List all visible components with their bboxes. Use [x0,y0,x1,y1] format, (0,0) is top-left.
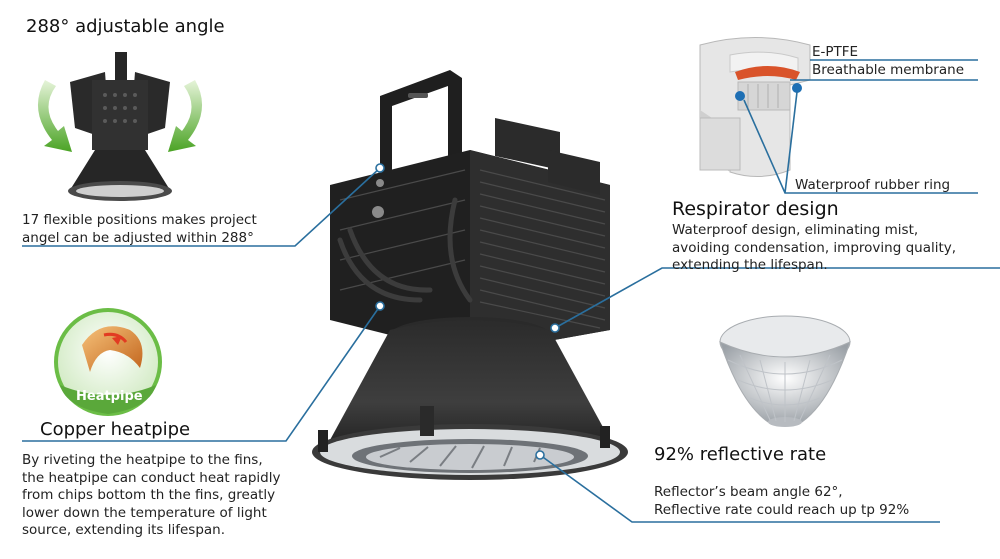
rotate-right-arrow-icon [168,80,203,152]
high-bay-lamp-illustration [312,70,628,480]
respirator-title: Respirator design [672,198,839,220]
respirator-cutaway-illustration [699,37,811,177]
reflective-callout-line [539,454,940,523]
heatpipe-badge-illustration [54,308,162,416]
respirator-description: Waterproof design, eliminating mist, avo… [672,222,957,273]
heatpipe-callout-line [22,305,381,442]
ring-callout-line-right [784,91,798,194]
callout-lines [22,59,1000,523]
heatpipe-description: By riveting the heatpipe to the fins, th… [22,452,281,538]
respirator-callout-line [554,267,1000,329]
rubber-ring-right [792,83,802,93]
membrane-gasket [735,66,800,80]
angle-callout-line [22,167,381,247]
angle-title: 288° adjustable angle [26,16,225,37]
rotate-left-arrow-icon [37,80,72,152]
heatpipe-badge-label: Heatpipe [76,389,143,404]
reflector-illustration [719,315,851,427]
reflective-description: Reflector’s beam angle 62°, Reflective r… [654,484,910,518]
angle-description: 17 flexible positions makes project ange… [22,212,257,246]
waterproof-rubber-ring-label: Waterproof rubber ring [795,177,951,193]
eptfe-label: E-PTFE [812,44,859,60]
callout-dots [375,163,560,460]
breathable-membrane-label: Breathable membrane [812,62,964,78]
reflective-title: 92% reflective rate [654,444,827,465]
adjustable-lamp-illustration [37,52,203,201]
rubber-ring-left [735,91,745,101]
heatpipe-title: Copper heatpipe [40,419,191,440]
